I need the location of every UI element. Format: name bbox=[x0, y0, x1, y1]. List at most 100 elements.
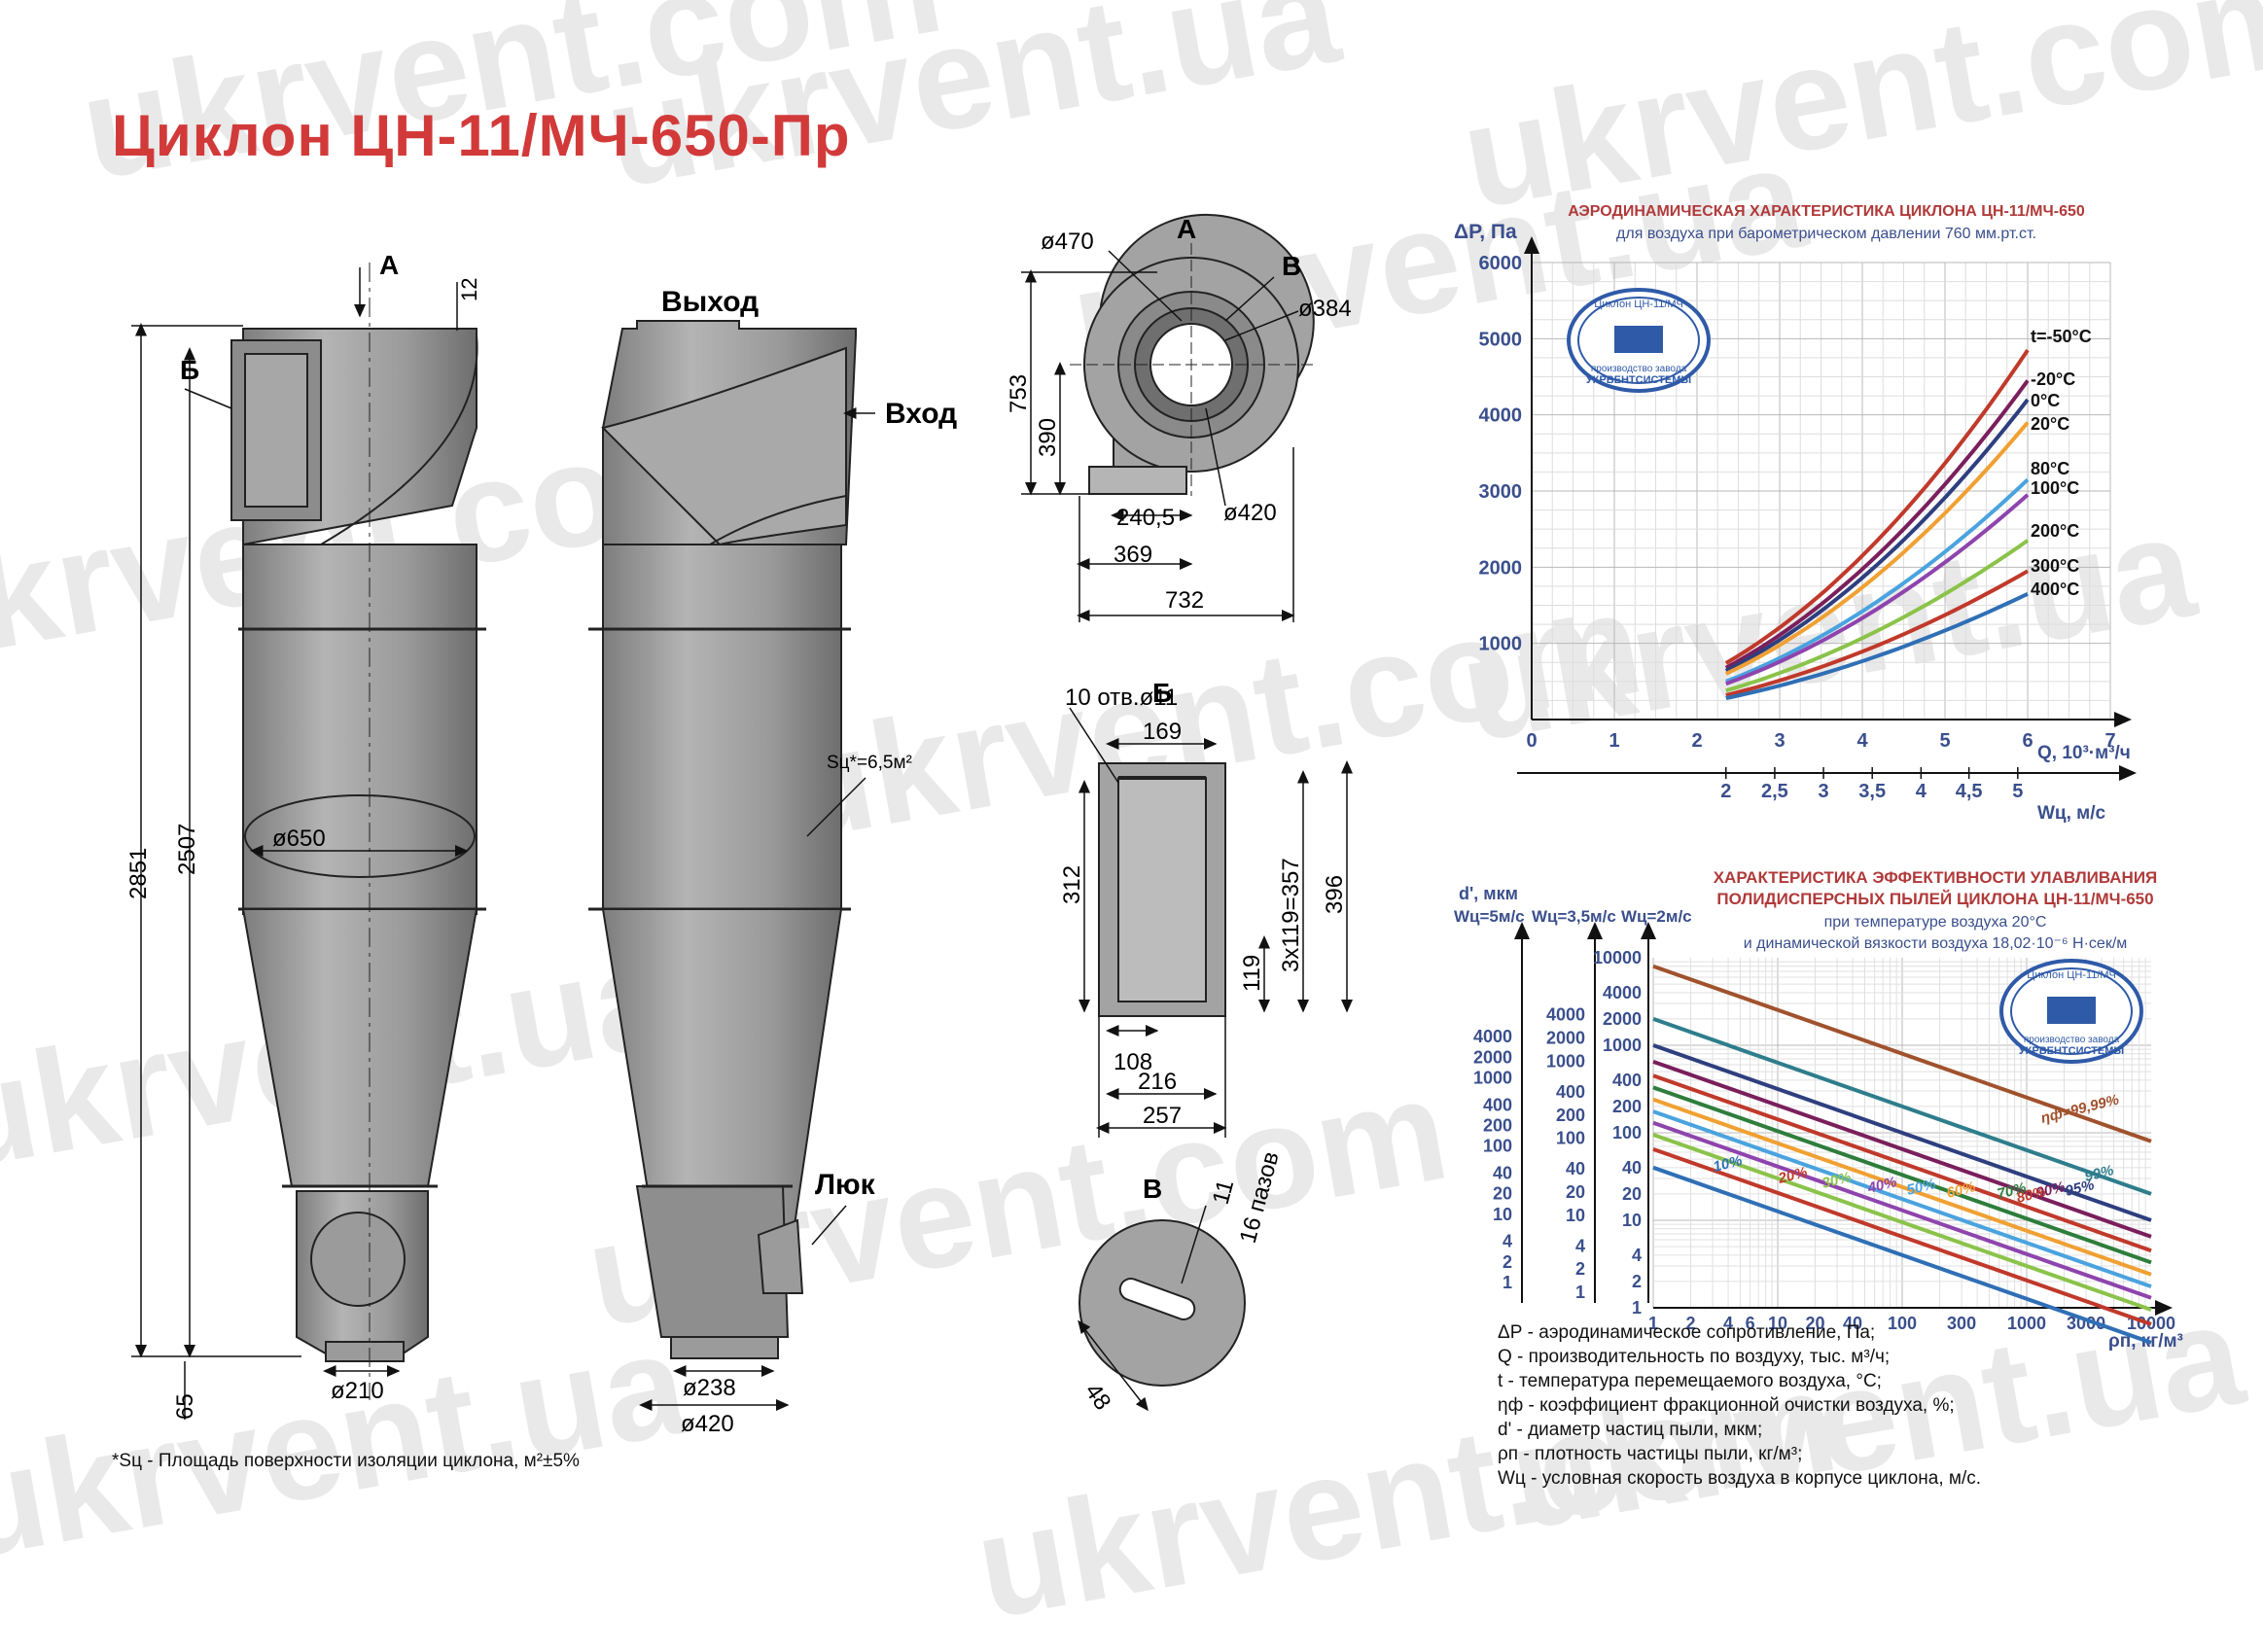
y1-tick-label: 1000 bbox=[1473, 1068, 1512, 1087]
dim-732: 732 bbox=[1165, 587, 1204, 614]
series-label: 99% bbox=[2083, 1162, 2115, 1185]
y-axis-label: d', мкм bbox=[1459, 884, 1518, 903]
dim-240-5: 240,5 bbox=[1116, 505, 1175, 531]
x2-tick-label: 3 bbox=[1818, 781, 1828, 802]
y2-tick-label: 4 bbox=[1575, 1236, 1585, 1255]
page-title: Циклон ЦН-11/МЧ-650-Пр bbox=[112, 103, 851, 168]
x-tick-label: 1 bbox=[1609, 730, 1619, 752]
dim-48: 48 bbox=[1079, 1379, 1115, 1415]
y2-tick-label: 40 bbox=[1566, 1159, 1585, 1178]
series-label: 10% bbox=[1712, 1152, 1744, 1176]
chart-title: ПОЛИДИСПЕРСНЫХ ПЫЛЕЙ ЦИКЛОНА ЦН-11/МЧ-65… bbox=[1716, 890, 2153, 908]
dim-2851: 2851 bbox=[125, 848, 152, 899]
x2-tick-label: 2,5 bbox=[1761, 781, 1788, 802]
view-b-marker: Б bbox=[180, 355, 199, 385]
legend-line: Wц - условная скорость воздуха в корпусе… bbox=[1498, 1468, 1982, 1489]
efficiency-chart: 1241020401002004001000200040001241020401… bbox=[1454, 868, 2183, 1352]
y2-tick-label: 1000 bbox=[1546, 1051, 1585, 1071]
legend-line: ρп - плотность частицы пыли, кг/м³; bbox=[1498, 1444, 1803, 1464]
y-axis-label: Wц=2м/с bbox=[1621, 907, 1692, 926]
y1-tick-label: 10 bbox=[1493, 1205, 1512, 1224]
y3-tick-label: 200 bbox=[1612, 1097, 1642, 1116]
y-tick-label: 3000 bbox=[1479, 481, 1523, 503]
series-label: 200°С bbox=[2031, 521, 2079, 541]
series-label: 20°С bbox=[2031, 414, 2069, 434]
y3-tick-label: 10000 bbox=[1593, 948, 1642, 967]
series-label: 50% bbox=[1905, 1176, 1937, 1199]
series-line bbox=[1652, 964, 2152, 1143]
y3-tick-label: 10 bbox=[1622, 1211, 1642, 1230]
legend-line: d' - диаметр частиц пыли, мкм; bbox=[1498, 1420, 1763, 1440]
dim-369: 369 bbox=[1114, 542, 1152, 568]
x-tick-label: 3000 bbox=[2067, 1314, 2105, 1333]
series-line bbox=[1652, 1073, 2152, 1253]
stamp-line-1: Циклон ЦН-11/МЧ bbox=[2027, 969, 2116, 981]
y1-tick-label: 100 bbox=[1483, 1137, 1512, 1156]
dim-d470: ø470 bbox=[1041, 228, 1094, 255]
series-label: 100°С bbox=[2031, 478, 2079, 498]
y2-tick-label: 10 bbox=[1566, 1206, 1585, 1225]
series-label: 0°С bbox=[2031, 391, 2060, 410]
hatch-label: Люк bbox=[815, 1169, 876, 1201]
dim-390: 390 bbox=[1035, 418, 1061, 457]
x2-tick-label: 3,5 bbox=[1858, 781, 1886, 802]
x-tick-label: 7 bbox=[2104, 730, 2115, 752]
dim-holes: 10 отв.ø11 bbox=[1065, 685, 1178, 711]
view-a-dimensions bbox=[1021, 250, 1299, 622]
cyclone-side-view bbox=[588, 320, 857, 1359]
series-line bbox=[1725, 493, 2030, 686]
dim-357: 3х119=357 bbox=[1278, 858, 1304, 972]
legend-line: ΔР - аэродинамическое сопротивление, Па; bbox=[1498, 1322, 1876, 1343]
view-v-title: В bbox=[1143, 1174, 1162, 1204]
x-tick-label: 40 bbox=[1843, 1314, 1862, 1333]
series-label: 80% bbox=[2015, 1183, 2047, 1207]
series-label: 70% bbox=[1996, 1179, 2028, 1203]
dim-11: 11 bbox=[1208, 1177, 1240, 1207]
view-v-marker: В bbox=[1282, 251, 1301, 281]
chart-title: АЭРОДИНАМИЧЕСКАЯ ХАРАКТЕРИСТИКА ЦИКЛОНА … bbox=[1568, 203, 2085, 220]
x2-tick-label: 4,5 bbox=[1956, 781, 1983, 802]
y2-tick-label: 4000 bbox=[1546, 1005, 1585, 1025]
dim-d238: ø238 bbox=[683, 1375, 736, 1401]
y-axis-label: ΔР, Па bbox=[1454, 221, 1517, 243]
y3-tick-label: 100 bbox=[1612, 1123, 1642, 1142]
dim-2507: 2507 bbox=[174, 824, 200, 875]
dim-753: 753 bbox=[1006, 374, 1032, 413]
dim-396: 396 bbox=[1322, 875, 1348, 914]
y-tick-label: 5000 bbox=[1479, 329, 1523, 350]
drawing-canvas: А Б 12 2851 2507 65 ø650 ø210 Выход Вход… bbox=[125, 203, 2183, 1437]
y1-tick-label: 2 bbox=[1503, 1252, 1512, 1272]
legend-line: ηф - коэффициент фракционной очистки воз… bbox=[1498, 1395, 1955, 1416]
x-tick-label: 20 bbox=[1806, 1314, 1825, 1333]
series-label: 30% bbox=[1821, 1169, 1853, 1192]
y-axis-label: Wц=3,5м/с bbox=[1532, 907, 1616, 926]
view-v-dimensions bbox=[1078, 1205, 1207, 1412]
y1-tick-label: 1 bbox=[1503, 1273, 1512, 1292]
y1-tick-label: 4 bbox=[1503, 1232, 1512, 1251]
series-line bbox=[1652, 1133, 2152, 1312]
legend-line: t - температура перемещаемого воздуха, °… bbox=[1498, 1371, 1882, 1391]
x2-tick-label: 2 bbox=[1720, 781, 1731, 802]
series-line bbox=[1652, 1059, 2152, 1239]
series-line bbox=[1652, 1146, 2152, 1326]
dim-d210: ø210 bbox=[331, 1378, 384, 1404]
dim-119: 119 bbox=[1239, 955, 1265, 992]
y2-tick-label: 2 bbox=[1575, 1259, 1585, 1279]
y1-tick-label: 200 bbox=[1483, 1115, 1512, 1135]
y1-tick-label: 20 bbox=[1493, 1184, 1512, 1204]
x-tick-label: 4 bbox=[1856, 730, 1868, 752]
series-label: 300°С bbox=[2031, 556, 2079, 576]
legend-line: Q - производительность по воздуху, тыс. … bbox=[1498, 1347, 1891, 1367]
dim-108: 108 bbox=[1114, 1049, 1152, 1075]
y2-tick-label: 2000 bbox=[1546, 1029, 1585, 1048]
y3-tick-label: 40 bbox=[1622, 1158, 1642, 1177]
dim-d420-top: ø420 bbox=[1223, 500, 1277, 526]
series-line bbox=[1725, 477, 2030, 684]
x-tick-label: 1000 bbox=[2007, 1314, 2046, 1333]
y3-tick-label: 4000 bbox=[1603, 983, 1642, 1002]
side-dimensions bbox=[639, 407, 875, 1411]
y-tick-label: 1000 bbox=[1479, 634, 1523, 655]
chart-subtitle: и динамической вязкости воздуха 18,02·10… bbox=[1744, 935, 2128, 952]
y1-tick-label: 4000 bbox=[1473, 1027, 1512, 1046]
dim-d384: ø384 bbox=[1298, 296, 1352, 322]
